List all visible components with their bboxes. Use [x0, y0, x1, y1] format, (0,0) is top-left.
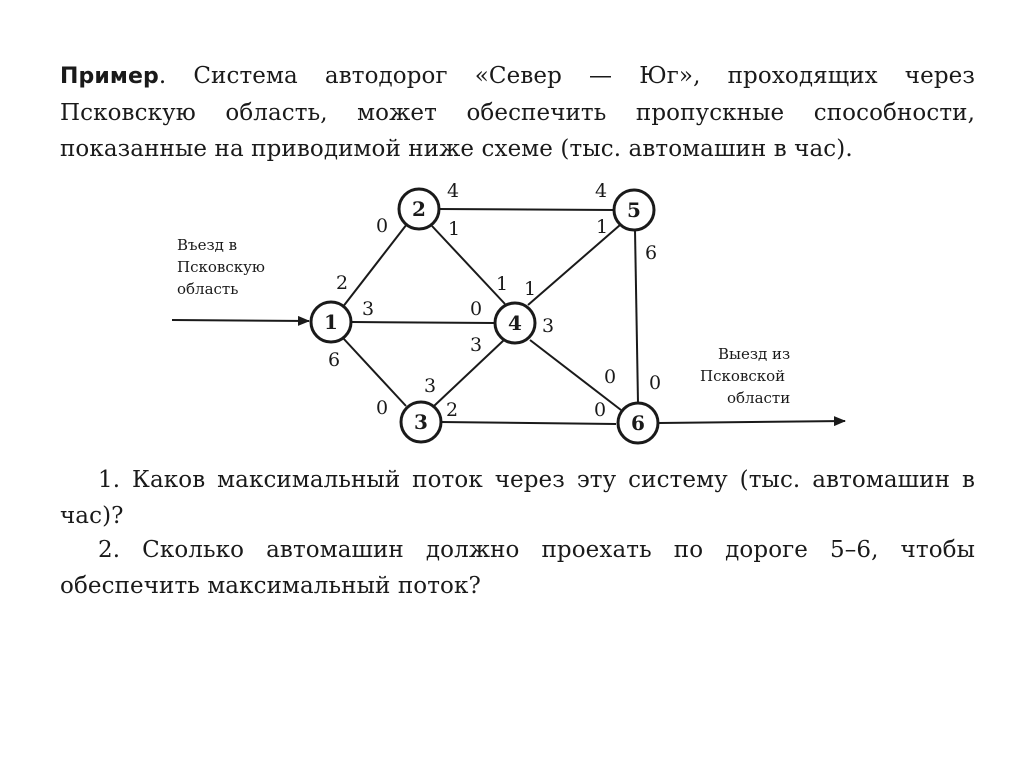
cap-4-5-at-5: 1	[596, 216, 608, 238]
cap-1-2-at-1: 2	[336, 272, 348, 294]
cap-3-4-at-4: 3	[470, 334, 482, 356]
edge-1-4	[351, 321, 496, 324]
cap-1-3-at-3: 0	[376, 397, 388, 419]
question-2: 2. Сколько автомашин должно проехать по …	[60, 537, 975, 599]
entry-label-line-3: область	[177, 280, 238, 298]
exit-label-line-2: Псковской	[700, 367, 785, 385]
edge-4-5	[527, 224, 621, 306]
edge-2-5	[437, 208, 615, 211]
edge-2-4	[431, 225, 506, 305]
intro-paragraph: Пример. Система автодорог «Север — Юг», …	[60, 58, 975, 167]
edge-3-6	[439, 421, 617, 425]
cap-1-4-at-1: 3	[362, 298, 374, 320]
intro-text: . Система автодорог «Север — Юг», проход…	[60, 63, 975, 162]
edge-4-6	[529, 339, 622, 411]
cap-2-4-at-2: 1	[448, 218, 460, 240]
node-2-label: 2	[412, 197, 426, 221]
node-3-label: 3	[414, 410, 428, 434]
cap-3-6-at-3: 2	[446, 399, 458, 421]
node-4: 4	[493, 301, 537, 345]
cap-4-6-at-4: 3	[542, 315, 554, 337]
entry-label: Въезд в Псковскую область	[177, 236, 265, 298]
cap-3-4-at-3: 3	[424, 375, 436, 397]
question-1: 1. Каков максимальный поток через эту си…	[60, 467, 975, 529]
node-3: 3	[399, 400, 443, 444]
cap-1-4-at-4: 0	[470, 298, 482, 320]
exit-label-line-1: Выезд из	[718, 345, 790, 363]
node-2: 2	[397, 187, 441, 231]
node-6-label: 6	[631, 411, 645, 435]
cap-2-4-at-4: 1	[496, 273, 508, 295]
intro-lead: Пример	[60, 64, 159, 89]
edge-lines	[341, 208, 639, 425]
entry-arrow	[171, 315, 310, 326]
exit-arrow	[658, 416, 846, 427]
exit-label-line-3: области	[727, 389, 790, 407]
cap-2-5-at-2: 4	[447, 180, 459, 202]
node-5-label: 5	[627, 198, 641, 222]
cap-4-5-at-4: 1	[524, 278, 536, 300]
cap-4-6-at-6: 0	[604, 366, 616, 388]
cap-3-6-at-6: 0	[594, 399, 606, 421]
cap-1-2-at-2: 0	[376, 215, 388, 237]
entry-label-line-2: Псковскую	[177, 258, 265, 276]
node-1-label: 1	[324, 310, 338, 334]
cap-2-5-at-5: 4	[595, 180, 607, 202]
edge-5-6	[634, 229, 639, 404]
capacity-labels: 2 0 3 0 6 0 4 4 1 1 3 3 2 0 1 1 3 0	[328, 180, 661, 421]
exit-label: Выезд из Псковской области	[700, 345, 790, 407]
entry-label-line-1: Въезд в	[177, 236, 237, 254]
cap-1-3-at-1: 6	[328, 349, 340, 371]
edge-3-4	[433, 339, 505, 407]
edge-1-3	[342, 337, 407, 407]
cap-5-6-at-6: 0	[649, 372, 661, 394]
node-5: 5	[612, 188, 656, 232]
node-6: 6	[616, 401, 660, 445]
edge-1-2	[341, 223, 408, 309]
node-1: 1	[309, 300, 353, 344]
node-4-label: 4	[508, 311, 522, 335]
cap-5-6-at-5: 6	[645, 242, 657, 264]
